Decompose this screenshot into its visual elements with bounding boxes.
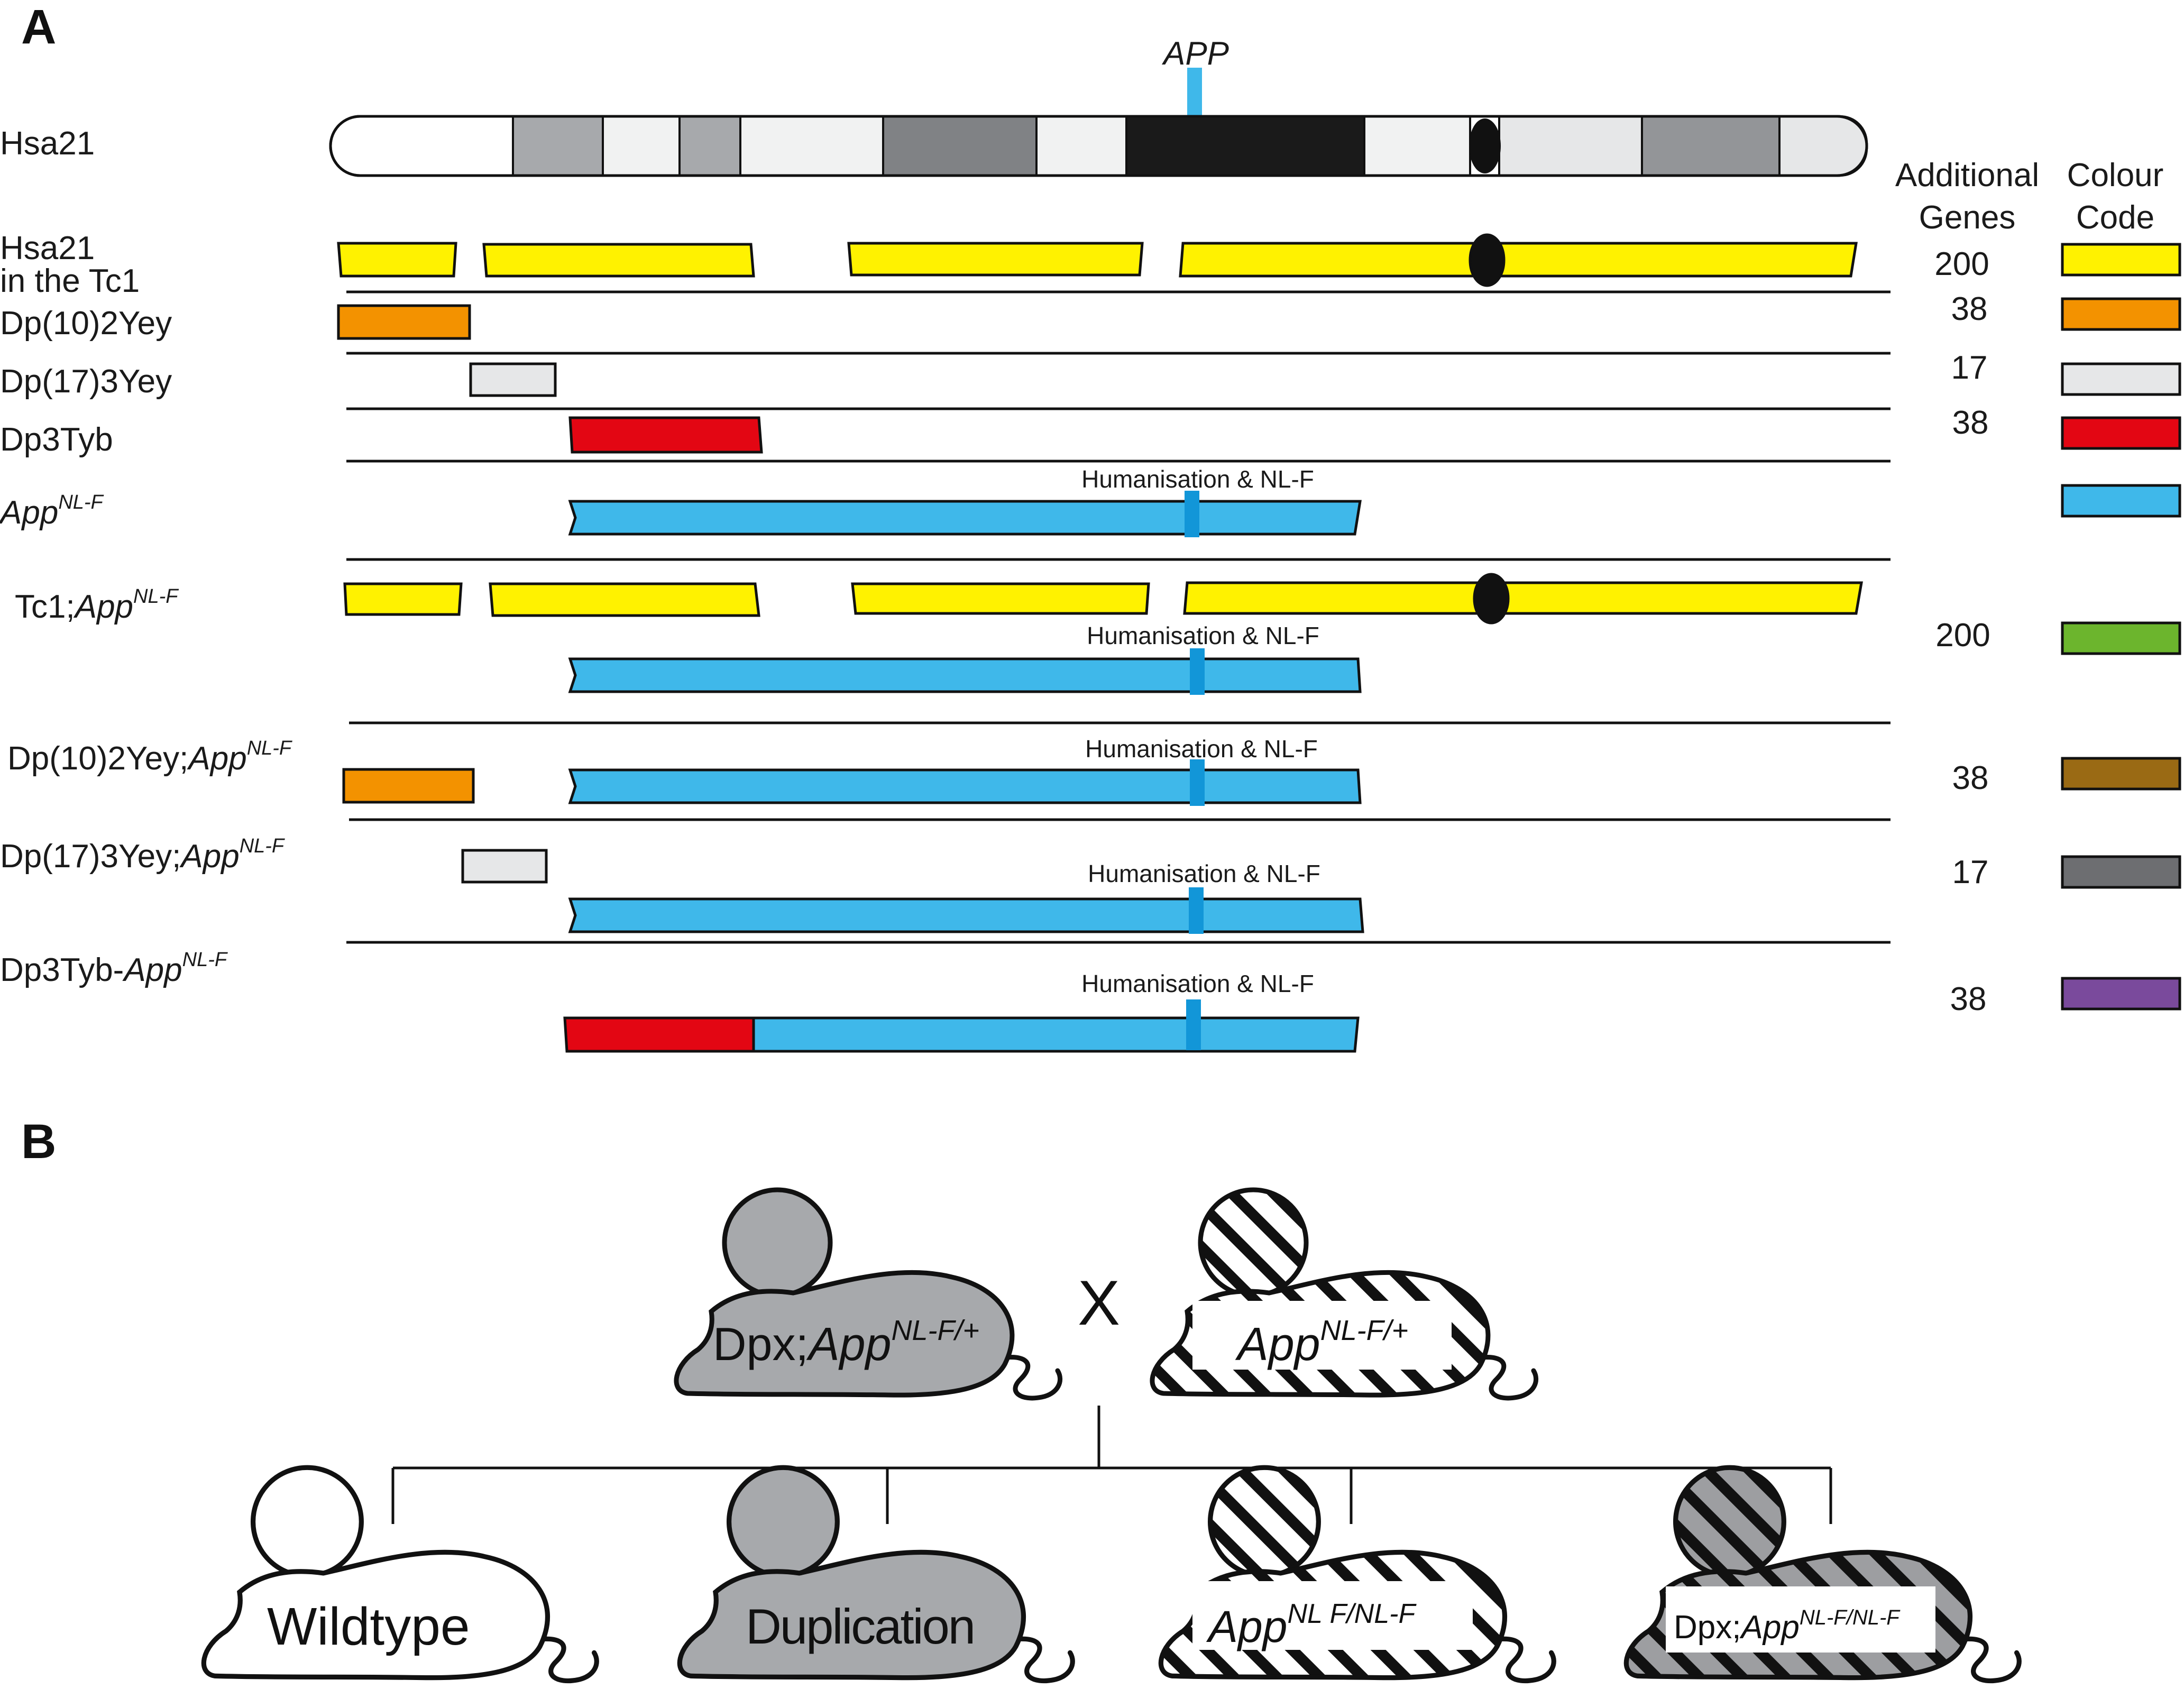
colour-header-1: Colour <box>2067 157 2164 194</box>
cross-symbol: X <box>1078 1268 1120 1338</box>
mouse-offspring-app-label: AppNL F/NL-F <box>1206 1599 1417 1651</box>
mouse-offspring-duplication-label: Duplication <box>746 1599 974 1654</box>
genes-value-dp10: 38 <box>1951 291 1988 327</box>
panel-b-label: B <box>21 1115 56 1169</box>
tc1-app-segments <box>343 573 1863 625</box>
row-label-app: AppNL-F <box>0 491 104 531</box>
mouse-offspring-dpx-app-label: Dpx;AppNL-F/NL-F <box>1674 1606 1901 1646</box>
row-label-dp3tyb: Dp3Tyb <box>0 421 113 458</box>
row-label-dp3tyb-app: Dp3Tyb-AppNL-F <box>0 949 228 988</box>
row-label-hsa21: Hsa21 <box>0 125 95 162</box>
colour-swatch-light-grey <box>2061 362 2181 396</box>
colour-swatch-orange <box>2061 297 2181 331</box>
row-labels: Hsa21 Hsa21 in the Tc1 Dp(10)2Yey Dp(17)… <box>0 125 292 988</box>
colour-swatch-brown <box>2061 757 2181 791</box>
colour-code-column: Colour Code <box>2061 157 2181 1011</box>
app-nlf-bar: Humanisation & NL-F <box>568 465 1362 537</box>
genes-value-dp17: 17 <box>1951 350 1988 386</box>
panel-a-label: A <box>21 0 56 54</box>
dp17-app-bar: Humanisation & NL-F <box>568 860 1364 934</box>
mouse-parent-dpx: Dpx;AppNL-F/+ <box>676 1190 1060 1398</box>
tc1-segments <box>337 233 1858 287</box>
dp17-segment <box>469 362 557 397</box>
mouse-parent-app-label: AppNL-F/+ <box>1235 1315 1408 1370</box>
hsa21-ideogram: APP <box>329 35 1868 177</box>
colour-swatch-red <box>2061 416 2181 450</box>
mouse-offspring-dpx-app: Dpx;AppNL-F/NL-F <box>1626 1467 2019 1681</box>
app-marker <box>1187 68 1202 116</box>
dp10-segment <box>337 304 471 340</box>
humanisation-label-2: Humanisation & NL-F <box>1087 622 1319 649</box>
row-label-tc1-line2: in the Tc1 <box>0 263 140 299</box>
genes-value-tc1: 200 <box>1934 246 1989 282</box>
dp10-app-bar: Humanisation & NL-F <box>568 735 1362 806</box>
genes-value-tc1-app: 200 <box>1935 617 1990 654</box>
genes-header-1: Additional <box>1895 157 2039 194</box>
mouse-offspring-wildtype: Wildtype <box>204 1467 597 1681</box>
genes-value-dp10-app: 38 <box>1952 760 1989 796</box>
dp17-app-segment <box>461 849 548 884</box>
dp10-app-segment <box>342 768 475 804</box>
mouse-offspring-duplication: Duplication <box>680 1467 1072 1681</box>
genes-value-dp17-app: 17 <box>1952 854 1989 891</box>
humanisation-label-1: Humanisation & NL-F <box>1081 465 1314 493</box>
row-label-dp17-app: Dp(17)3Yey;AppNL-F <box>0 835 285 875</box>
humanisation-label-5: Humanisation & NL-F <box>1081 970 1314 997</box>
colour-swatch-yellow <box>2061 243 2181 277</box>
tc1-app-bar: Humanisation & NL-F <box>568 622 1362 695</box>
row-label-dp17: Dp(17)3Yey <box>0 363 172 400</box>
mouse-offspring-wildtype-label: Wildtype <box>267 1597 470 1656</box>
mouse-offspring-app: AppNL F/NL-F <box>1161 1467 1554 1681</box>
mouse-parent-dpx-label: Dpx;AppNL-F/+ <box>713 1315 979 1370</box>
dp3tyb-app-bar: Humanisation & NL-F <box>563 970 1360 1053</box>
row-label-dp10: Dp(10)2Yey <box>0 305 172 342</box>
colour-header-2: Code <box>2076 199 2154 236</box>
humanisation-label-4: Humanisation & NL-F <box>1088 860 1320 887</box>
additional-genes-column: Additional Genes 200 38 17 38 200 38 17 … <box>1895 157 2039 1017</box>
row-separators <box>346 290 1891 944</box>
genes-header-2: Genes <box>1919 199 2016 236</box>
colour-swatch-blue <box>2061 484 2181 518</box>
row-label-tc1: Hsa21 <box>0 230 95 267</box>
colour-swatch-purple <box>2061 977 2181 1011</box>
colour-swatch-green <box>2061 621 2181 655</box>
app-label: APP <box>1161 35 1229 72</box>
cross-diagram: X <box>391 1268 1832 1524</box>
row-label-tc1-app: Tc1;AppNL-F <box>15 585 179 625</box>
centromere <box>1469 118 1501 173</box>
humanisation-label-3: Humanisation & NL-F <box>1085 735 1318 763</box>
row-label-dp10-app: Dp(10)2Yey;AppNL-F <box>7 737 292 777</box>
genes-value-dp3tyb: 38 <box>1952 405 1989 441</box>
dp3tyb-segment <box>568 416 763 454</box>
mouse-parent-app: AppNL-F/+ <box>1152 1190 1536 1398</box>
genes-value-dp3tyb-app: 38 <box>1950 981 1987 1017</box>
colour-swatch-dark-grey <box>2061 855 2181 889</box>
